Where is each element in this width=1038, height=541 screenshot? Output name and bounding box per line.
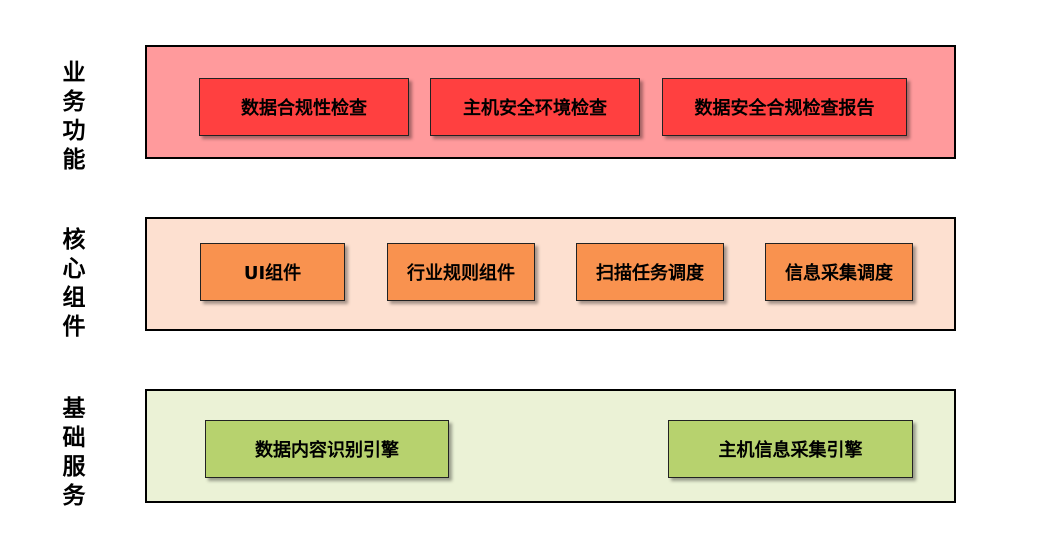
module-info-collect-scheduler: 信息采集调度 (765, 243, 913, 301)
layer-label-base: 基 础 服 务 (52, 395, 96, 511)
layer-label-char: 础 (62, 425, 86, 451)
module-data-content-engine: 数据内容识别引擎 (205, 420, 449, 478)
module-host-security-check: 主机安全环境检查 (430, 78, 640, 136)
layer-label-char: 服 (62, 454, 86, 480)
module-ui-component: UI组件 (200, 243, 345, 301)
layer-label-char: 业 (62, 60, 86, 86)
layer-label-char: 功 (62, 118, 86, 144)
module-data-compliance-check: 数据合规性检查 (199, 78, 409, 136)
layer-label-char: 务 (62, 483, 86, 509)
layer-label-char: 件 (62, 314, 86, 340)
module-industry-rules: 行业规则组件 (387, 243, 535, 301)
layer-label-char: 务 (62, 89, 86, 115)
layer-label-core: 核 心 组 件 (52, 226, 96, 342)
module-compliance-report: 数据安全合规检查报告 (662, 78, 907, 136)
module-host-info-engine: 主机信息采集引擎 (668, 420, 913, 478)
layer-panel-base: 数据内容识别引擎 主机信息采集引擎 (145, 389, 956, 503)
layer-label-char: 基 (62, 396, 86, 422)
layer-panel-core: UI组件 行业规则组件 扫描任务调度 信息采集调度 (145, 217, 956, 331)
layer-label-business: 业 务 功 能 (52, 59, 96, 175)
layer-label-char: 核 (62, 227, 86, 253)
module-scan-scheduler: 扫描任务调度 (576, 243, 724, 301)
layer-label-char: 心 (62, 256, 86, 282)
layer-label-char: 能 (62, 147, 86, 173)
layer-label-char: 组 (62, 285, 86, 311)
layer-panel-business: 数据合规性检查 主机安全环境检查 数据安全合规检查报告 (145, 45, 956, 159)
